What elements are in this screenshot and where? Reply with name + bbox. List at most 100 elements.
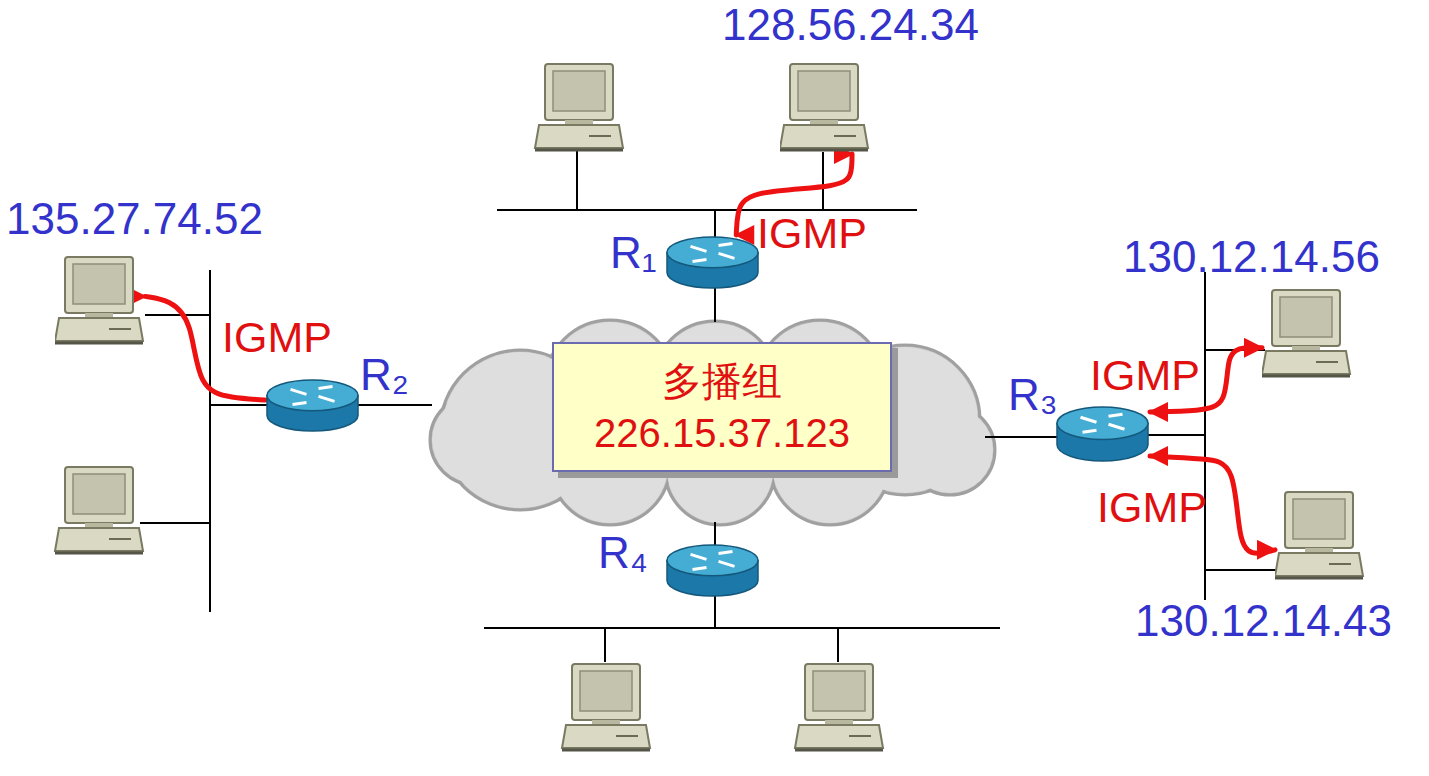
- drop-wire: [714, 596, 716, 628]
- host-computer: 130.12.14.43: [1275, 490, 1365, 582]
- host-computer: 135.27.74.52: [55, 255, 145, 347]
- monitor-case: [65, 257, 133, 313]
- monitor-case: [65, 467, 133, 523]
- protocol-label: IGMP: [1097, 484, 1207, 531]
- router-name: R₂: [360, 350, 409, 401]
- router-arrow: [319, 386, 333, 388]
- monitor-screen: [553, 71, 605, 111]
- drop-wire: [140, 522, 210, 524]
- computer-icon: [55, 255, 145, 347]
- drop-wire: [576, 150, 578, 210]
- router-icon: [265, 378, 360, 433]
- computer-icon: [55, 467, 143, 553]
- monitor-screen: [1293, 499, 1345, 539]
- cloud: [430, 320, 995, 525]
- ip-address: 130.12.14.43: [1135, 596, 1392, 647]
- drive-slot: [589, 135, 611, 137]
- drive-slot: [1316, 361, 1338, 363]
- router-arrow: [291, 389, 307, 394]
- ip-address: 128.56.24.34: [722, 0, 979, 51]
- monitor-case: [1272, 290, 1340, 346]
- unit-shadow: [1275, 577, 1363, 580]
- system-unit: [55, 318, 143, 341]
- uplink-wire: [985, 436, 1058, 438]
- drive-slot: [109, 538, 131, 540]
- router-icon: [665, 235, 760, 290]
- monitor-case: [805, 664, 873, 720]
- computer-icon: [535, 64, 623, 150]
- multicast-group-box: 多播组 226.15.37.123: [552, 342, 892, 472]
- system-unit: [55, 528, 143, 551]
- router-arrow: [719, 551, 733, 553]
- drive-slot: [849, 735, 871, 737]
- host-computer: 128.56.24.34: [780, 62, 870, 154]
- router-arrow: [719, 253, 735, 258]
- router-top: [667, 545, 758, 576]
- monitor-case: [790, 64, 858, 120]
- monitor-screen: [73, 474, 125, 514]
- uplink-wire: [714, 288, 716, 322]
- router-top: [267, 380, 358, 411]
- system-unit: [535, 125, 623, 148]
- router-arrow: [719, 243, 733, 245]
- router: R₄: [665, 543, 760, 598]
- router: R₃: [1055, 405, 1150, 463]
- system-unit: [780, 125, 868, 148]
- drop-wire: [145, 314, 210, 316]
- drive-slot: [1329, 563, 1351, 565]
- router: R₂: [265, 378, 360, 433]
- monitor-screen: [813, 671, 865, 711]
- router-arrow: [691, 554, 707, 559]
- monitor-screen: [580, 671, 632, 711]
- drop-wire: [1205, 569, 1280, 571]
- router-top: [1057, 407, 1148, 439]
- monitor-case: [572, 664, 640, 720]
- drop-wire: [210, 404, 268, 406]
- unit-shadow: [1262, 375, 1350, 378]
- router-name: R₁: [610, 228, 657, 279]
- unit-shadow: [55, 552, 143, 555]
- unit-shadow: [55, 342, 143, 345]
- router-arrow: [1083, 430, 1097, 432]
- uplink-wire: [714, 522, 716, 546]
- router-arrow: [319, 396, 335, 401]
- drop-wire: [837, 628, 839, 662]
- drive-slot: [616, 735, 638, 737]
- monitor-screen: [73, 264, 125, 304]
- drop-wire: [1145, 434, 1205, 436]
- lan-bus: [484, 627, 1000, 629]
- router-name: R₄: [598, 528, 648, 579]
- router-arrow: [693, 567, 707, 569]
- router-arrow: [1109, 424, 1125, 429]
- monitor-screen: [1280, 297, 1332, 337]
- unit-shadow: [780, 149, 868, 152]
- router-top: [667, 237, 758, 268]
- cloud-fill: [432, 397, 518, 483]
- lan-bus: [209, 270, 211, 612]
- drive-slot: [834, 135, 856, 137]
- protocol-label: IGMP: [757, 210, 867, 257]
- router-icon: [1055, 405, 1150, 463]
- router: R₁: [665, 235, 760, 290]
- uplink-wire: [358, 404, 432, 406]
- drop-wire: [604, 628, 606, 662]
- unit-shadow: [795, 749, 883, 752]
- monitor-case: [545, 64, 613, 120]
- router-arrow: [293, 402, 307, 404]
- computer-icon: [1275, 490, 1365, 582]
- ip-address: 135.27.74.52: [6, 194, 263, 245]
- drop-wire: [714, 210, 716, 240]
- router-arrow: [691, 246, 707, 251]
- unit-shadow: [562, 749, 650, 752]
- system-unit: [1262, 351, 1350, 374]
- computer-icon: [562, 664, 650, 750]
- system-unit: [562, 725, 650, 748]
- host-computer: 130.12.14.56: [1262, 288, 1352, 380]
- cloud-fill: [907, 407, 993, 493]
- router-name: R₃: [1008, 370, 1058, 421]
- router-arrow: [1081, 417, 1097, 422]
- drive-slot: [109, 328, 131, 330]
- unit-shadow: [535, 149, 623, 152]
- computer-icon: [795, 664, 883, 750]
